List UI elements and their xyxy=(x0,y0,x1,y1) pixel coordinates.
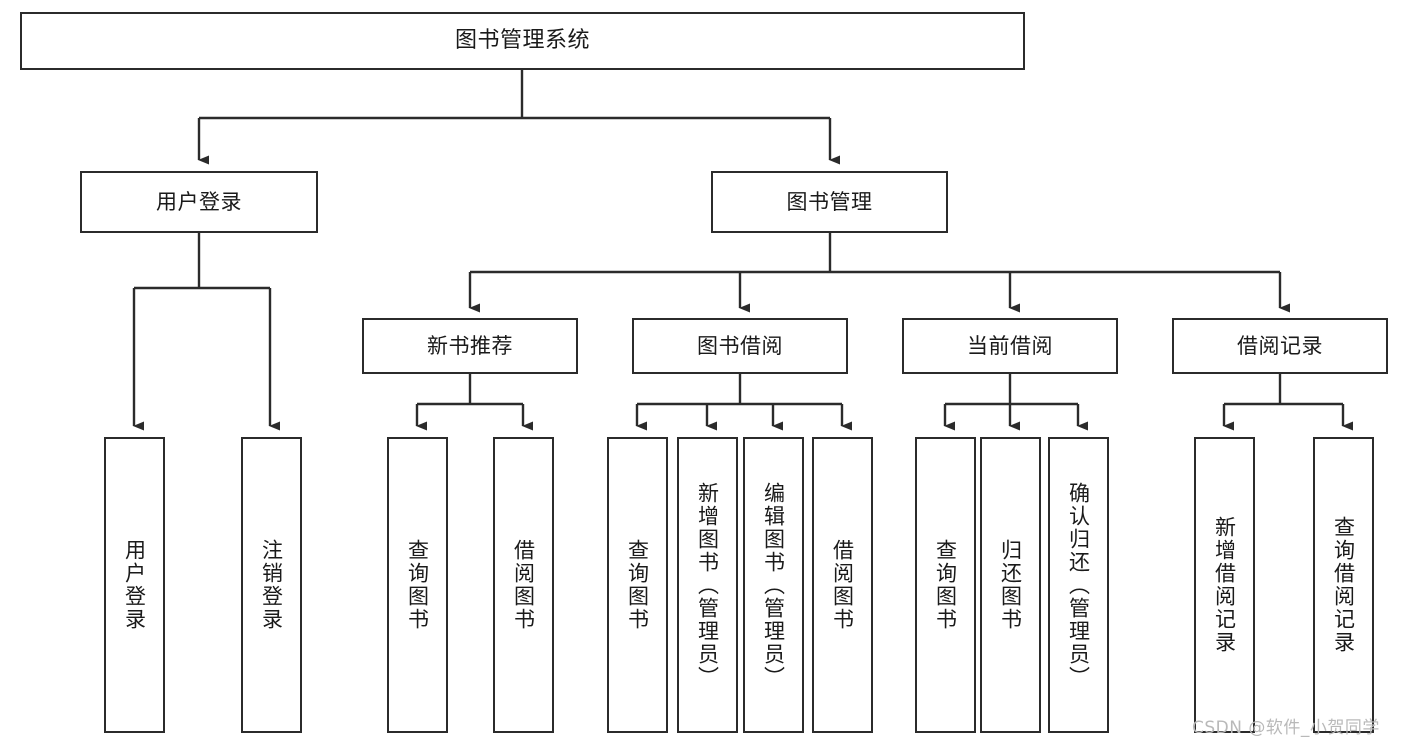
node-label: 注销登录 xyxy=(259,539,284,631)
node-label: 借阅图书 xyxy=(511,539,536,631)
node-label: 借阅记录 xyxy=(1237,333,1323,358)
node-book-borrow[interactable]: 图书借阅 xyxy=(632,318,848,374)
node-label: 图书管理系统 xyxy=(454,28,590,54)
node-book-management[interactable]: 图书管理 xyxy=(711,171,948,233)
node-label: 新书推荐 xyxy=(427,333,513,358)
leaf-logout-login[interactable]: 注销登录 xyxy=(241,437,302,733)
node-label: 归还图书 xyxy=(998,539,1023,631)
node-borrow-record[interactable]: 借阅记录 xyxy=(1172,318,1388,374)
leaf-query-book-borrow[interactable]: 查询图书 xyxy=(607,437,668,733)
leaf-user-login[interactable]: 用户登录 xyxy=(104,437,165,733)
node-label: 查询图书 xyxy=(933,539,958,631)
leaf-confirm-return-admin[interactable]: 确认归还（管理员） xyxy=(1048,437,1109,733)
leaf-query-book-recommend[interactable]: 查询图书 xyxy=(387,437,448,733)
node-label: 借阅图书 xyxy=(830,539,855,631)
leaf-return-book[interactable]: 归还图书 xyxy=(980,437,1041,733)
node-label: 编辑图书（管理员） xyxy=(761,481,786,689)
node-label: 用户登录 xyxy=(156,189,242,214)
node-label: 确认归还（管理员） xyxy=(1066,481,1091,689)
leaf-edit-book-admin[interactable]: 编辑图书（管理员） xyxy=(743,437,804,733)
node-current-borrow[interactable]: 当前借阅 xyxy=(902,318,1118,374)
leaf-add-book-admin[interactable]: 新增图书（管理员） xyxy=(677,437,738,733)
node-label: 图书管理 xyxy=(786,189,873,214)
csdn-watermark: CSDN @软件_小贺同学 xyxy=(1192,718,1380,738)
node-new-book-recommend[interactable]: 新书推荐 xyxy=(362,318,578,374)
node-label: 新增图书（管理员） xyxy=(695,481,720,689)
node-label: 图书借阅 xyxy=(697,333,783,358)
node-label: 查询图书 xyxy=(405,539,430,631)
leaf-query-book-current[interactable]: 查询图书 xyxy=(915,437,976,733)
leaf-query-borrow-record[interactable]: 查询借阅记录 xyxy=(1313,437,1374,733)
node-label: 新增借阅记录 xyxy=(1212,516,1237,654)
node-label: 查询借阅记录 xyxy=(1331,516,1356,654)
node-label: 用户登录 xyxy=(122,539,147,631)
leaf-add-borrow-record[interactable]: 新增借阅记录 xyxy=(1194,437,1255,733)
leaf-borrow-book[interactable]: 借阅图书 xyxy=(812,437,873,733)
node-label: 当前借阅 xyxy=(967,333,1053,358)
leaf-borrow-book-recommend[interactable]: 借阅图书 xyxy=(493,437,554,733)
node-label: 查询图书 xyxy=(625,539,650,631)
node-user-login[interactable]: 用户登录 xyxy=(80,171,318,233)
node-root-book-management-system[interactable]: 图书管理系统 xyxy=(20,12,1025,70)
